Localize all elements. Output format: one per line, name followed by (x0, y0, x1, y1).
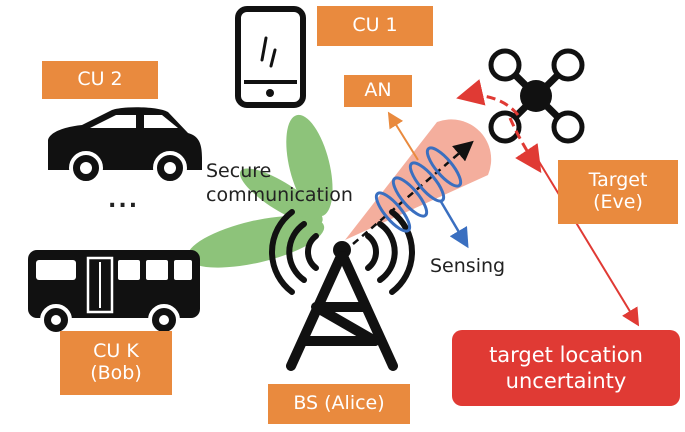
target-text-line2: (Eve) (593, 191, 643, 213)
cuk-label: CU K (Bob) (60, 331, 172, 395)
secure-text: Secure (206, 160, 272, 182)
an-text: AN (364, 79, 392, 102)
smartphone-icon (235, 6, 306, 108)
cuk-text-line1: CU K (93, 340, 139, 363)
sensing-beam (345, 119, 492, 240)
target-text-line1: Target (588, 169, 648, 192)
uncertainty-text-line1: target location (489, 342, 643, 367)
communication-text: communication (206, 183, 353, 206)
ellipsis-label: ... (108, 188, 140, 213)
beam-middle (239, 168, 323, 225)
sensing-wave (352, 140, 474, 249)
cuk-text-line2: (Bob) (90, 362, 142, 384)
uncertainty-indicator (456, 79, 640, 327)
radio-waves (269, 209, 415, 295)
cu1-label: CU 1 (317, 6, 433, 46)
an-arrow (387, 111, 419, 161)
secure-communication-label: Secure communication (206, 160, 353, 208)
drone-icon (488, 48, 585, 144)
car-icon (48, 107, 202, 185)
uncertainty-label: target location uncertainty (452, 330, 680, 406)
bus-icon (28, 250, 200, 336)
antenna-tower-icon (286, 241, 398, 371)
sensing-label: Sensing (430, 255, 506, 277)
bs-text: BS (Alice) (293, 392, 385, 415)
bs-label: BS (Alice) (268, 384, 410, 424)
cu2-label: CU 2 (42, 61, 158, 99)
cu1-text: CU 1 (352, 14, 398, 37)
communication-beams (187, 114, 333, 268)
target-label: Target (Eve) (558, 160, 678, 224)
cu2-text: CU 2 (77, 68, 123, 91)
an-label: AN (344, 75, 412, 107)
beam-lower (187, 215, 325, 268)
uncertainty-text-line2: uncertainty (505, 369, 627, 393)
